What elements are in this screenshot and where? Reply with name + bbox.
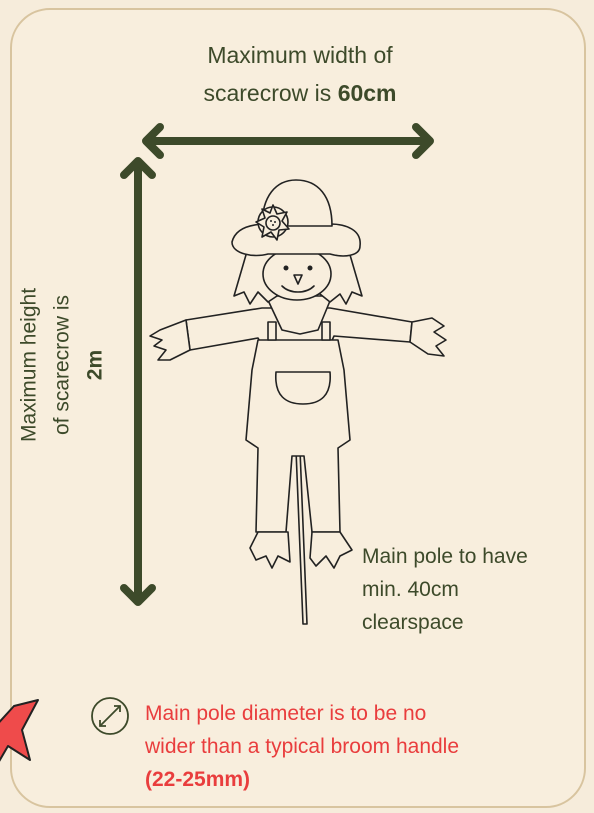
max-height-line3: 2m: [79, 235, 112, 495]
diameter-note-line2: wider than a typical broom handle: [145, 730, 565, 763]
pole-clearspace-note: Main pole to have min. 40cm clearspace: [362, 540, 582, 639]
diameter-note-line3: (22-25mm): [145, 763, 565, 796]
pole-note-line1: Main pole to have: [362, 540, 582, 573]
diameter-icon: [92, 698, 128, 734]
max-height-line1: Maximum height: [13, 235, 46, 495]
diameter-note-line1: Main pole diameter is to be no: [145, 697, 565, 730]
width-arrow: [146, 127, 430, 155]
max-width-line2: scarecrow is 60cm: [150, 74, 450, 112]
max-height-line2: of scarecrow is: [46, 235, 79, 495]
pole-note-line3: clearspace: [362, 606, 582, 639]
pole-diameter-note: Main pole diameter is to be no wider tha…: [145, 697, 565, 796]
max-height-label: Maximum height of scarecrow is 2m: [13, 235, 112, 495]
max-width-line1: Maximum width of: [150, 36, 450, 74]
height-arrow: [124, 161, 152, 602]
pole-note-line2: min. 40cm: [362, 573, 582, 606]
star-icon: [0, 700, 38, 770]
max-width-label: Maximum width of scarecrow is 60cm: [150, 36, 450, 112]
